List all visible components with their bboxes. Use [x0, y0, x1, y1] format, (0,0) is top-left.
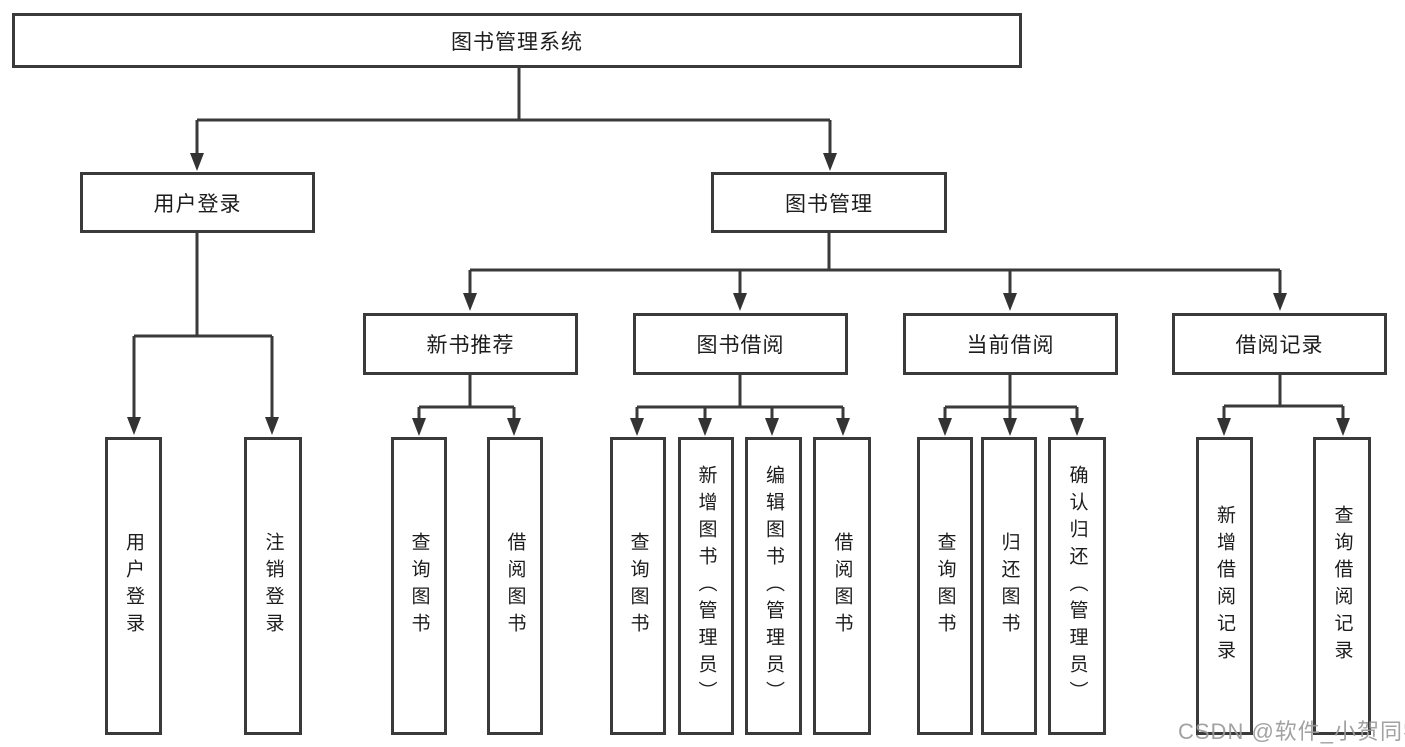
leaf-return-books: 归还图书: [981, 437, 1037, 735]
node-book-management: 图书管理: [711, 172, 947, 233]
connector-bookmgmt-to-level3: [463, 233, 1287, 311]
leaf-edit-books-admin: 编辑图书（管理员）: [745, 437, 802, 735]
connector-root-to-level2: [190, 68, 837, 171]
connector-records-to-leaves: [1217, 375, 1350, 436]
leaf-query-books-2: 查询图书: [610, 437, 666, 735]
node-new-book-recommend: 新书推荐: [363, 313, 578, 375]
connector-newbooks-to-leaves: [412, 375, 521, 436]
node-user-login: 用户登录: [80, 172, 315, 233]
leaf-query-borrow-record: 查询借阅记录: [1313, 437, 1371, 735]
leaf-add-books-admin: 新增图书（管理员）: [678, 437, 734, 735]
watermark: CSDN @软件_小贺同学: [1178, 719, 1405, 744]
leaf-query-books-3: 查询图书: [917, 437, 973, 735]
leaf-add-borrow-record: 新增借阅记录: [1196, 437, 1253, 735]
connector-borrow-to-leaves: [630, 375, 850, 436]
leaf-confirm-return-admin: 确认归还（管理员）: [1048, 437, 1106, 735]
node-book-borrow: 图书借阅: [633, 313, 848, 375]
node-root: 图书管理系统: [12, 13, 1022, 68]
leaf-query-books-1: 查询图书: [391, 437, 447, 735]
leaf-logout: 注销登录: [244, 437, 302, 735]
leaf-borrow-books-1: 借阅图书: [487, 437, 543, 735]
node-current-borrow: 当前借阅: [903, 313, 1118, 375]
connector-current-to-leaves: [938, 375, 1084, 436]
leaf-borrow-books-2: 借阅图书: [813, 437, 871, 735]
leaf-user-login: 用户登录: [105, 437, 162, 735]
connector-userlogin-to-leaves: [127, 233, 279, 435]
node-borrow-records: 借阅记录: [1172, 313, 1387, 375]
